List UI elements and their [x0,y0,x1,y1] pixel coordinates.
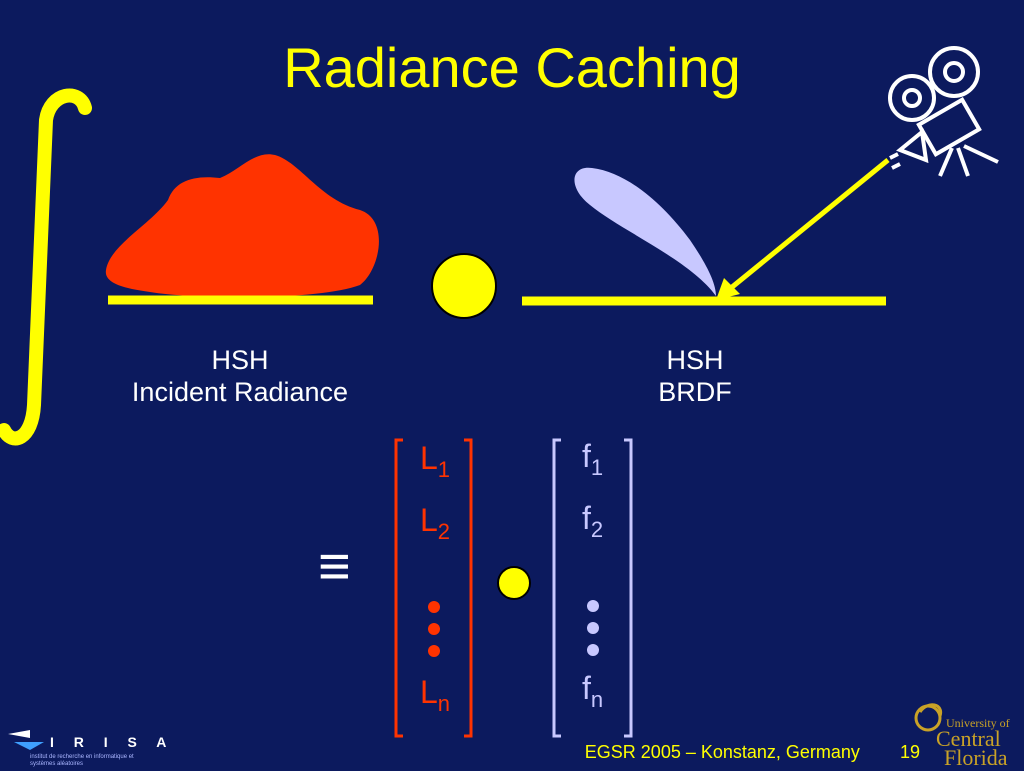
right-vector-entry-2: f2 [582,500,603,541]
slide-footer: EGSR 2005 – Konstanz, Germany 19 [585,742,920,763]
equivalence-symbol: ≡ [318,534,351,597]
left-vector-base: L [420,502,438,538]
ucf-pegasus-icon [914,703,943,732]
left-vector-base: L [420,674,438,710]
incident-radiance-caption-line1: HSH [211,345,269,375]
page-number: 19 [899,742,920,762]
incident-radiance-caption-line2: Incident Radiance [131,377,349,408]
ucf-logo-line1: University of [946,716,1010,730]
left-vector-ellipsis [428,601,440,657]
slide-title: Radiance Caching [283,36,741,99]
irisa-logo-subtitle: institut de recherche en informatique et… [30,754,134,767]
left-vector-entry-2: L2 [420,502,450,543]
incident-radiance-shape [105,154,379,298]
integral-sign-icon [0,88,92,446]
left-vector-subscript: 2 [437,519,451,544]
right-vector-subscript: n [590,687,604,712]
right-vector-subscript: 2 [590,517,604,542]
left-vector-subscript: n [437,691,451,716]
left-vector-entry-n: Ln [420,674,450,715]
incident-radiance-caption: HSH Incident Radiance [90,344,390,409]
right-vector-base: f [582,500,591,536]
view-ray-arrowhead-icon [716,278,740,300]
dot-product-circle [431,253,497,319]
left-vector-base: L [420,440,438,476]
right-vector-subscript: 1 [590,455,604,480]
brdf-caption: HSH BRDF [595,344,795,409]
vector-dot-product-circle [497,566,531,600]
irisa-logo-text: I R I S A [50,734,175,750]
ucf-logo-line2: Central [936,726,1001,751]
view-ray [724,158,890,294]
ucf-logo-line3: Florida [944,745,1008,770]
irisa-logo-icon [8,730,44,750]
right-vector-base: f [582,438,591,474]
right-vector-base: f [582,670,591,706]
brdf-caption-line2: BRDF [658,377,732,408]
brdf-caption-line1: HSH [666,345,724,375]
footer-event: EGSR 2005 – Konstanz, Germany [584,742,860,762]
right-vector-entry-n: fn [582,670,603,711]
right-vector-ellipsis [587,600,599,656]
brdf-lobe-shape [574,167,716,296]
right-vector-entry-1: f1 [582,438,603,479]
camera-icon [888,46,999,177]
left-vector-entry-1: L1 [420,440,450,481]
left-vector-brackets [394,438,473,738]
left-vector-subscript: 1 [437,457,451,482]
right-vector-brackets [552,438,633,738]
